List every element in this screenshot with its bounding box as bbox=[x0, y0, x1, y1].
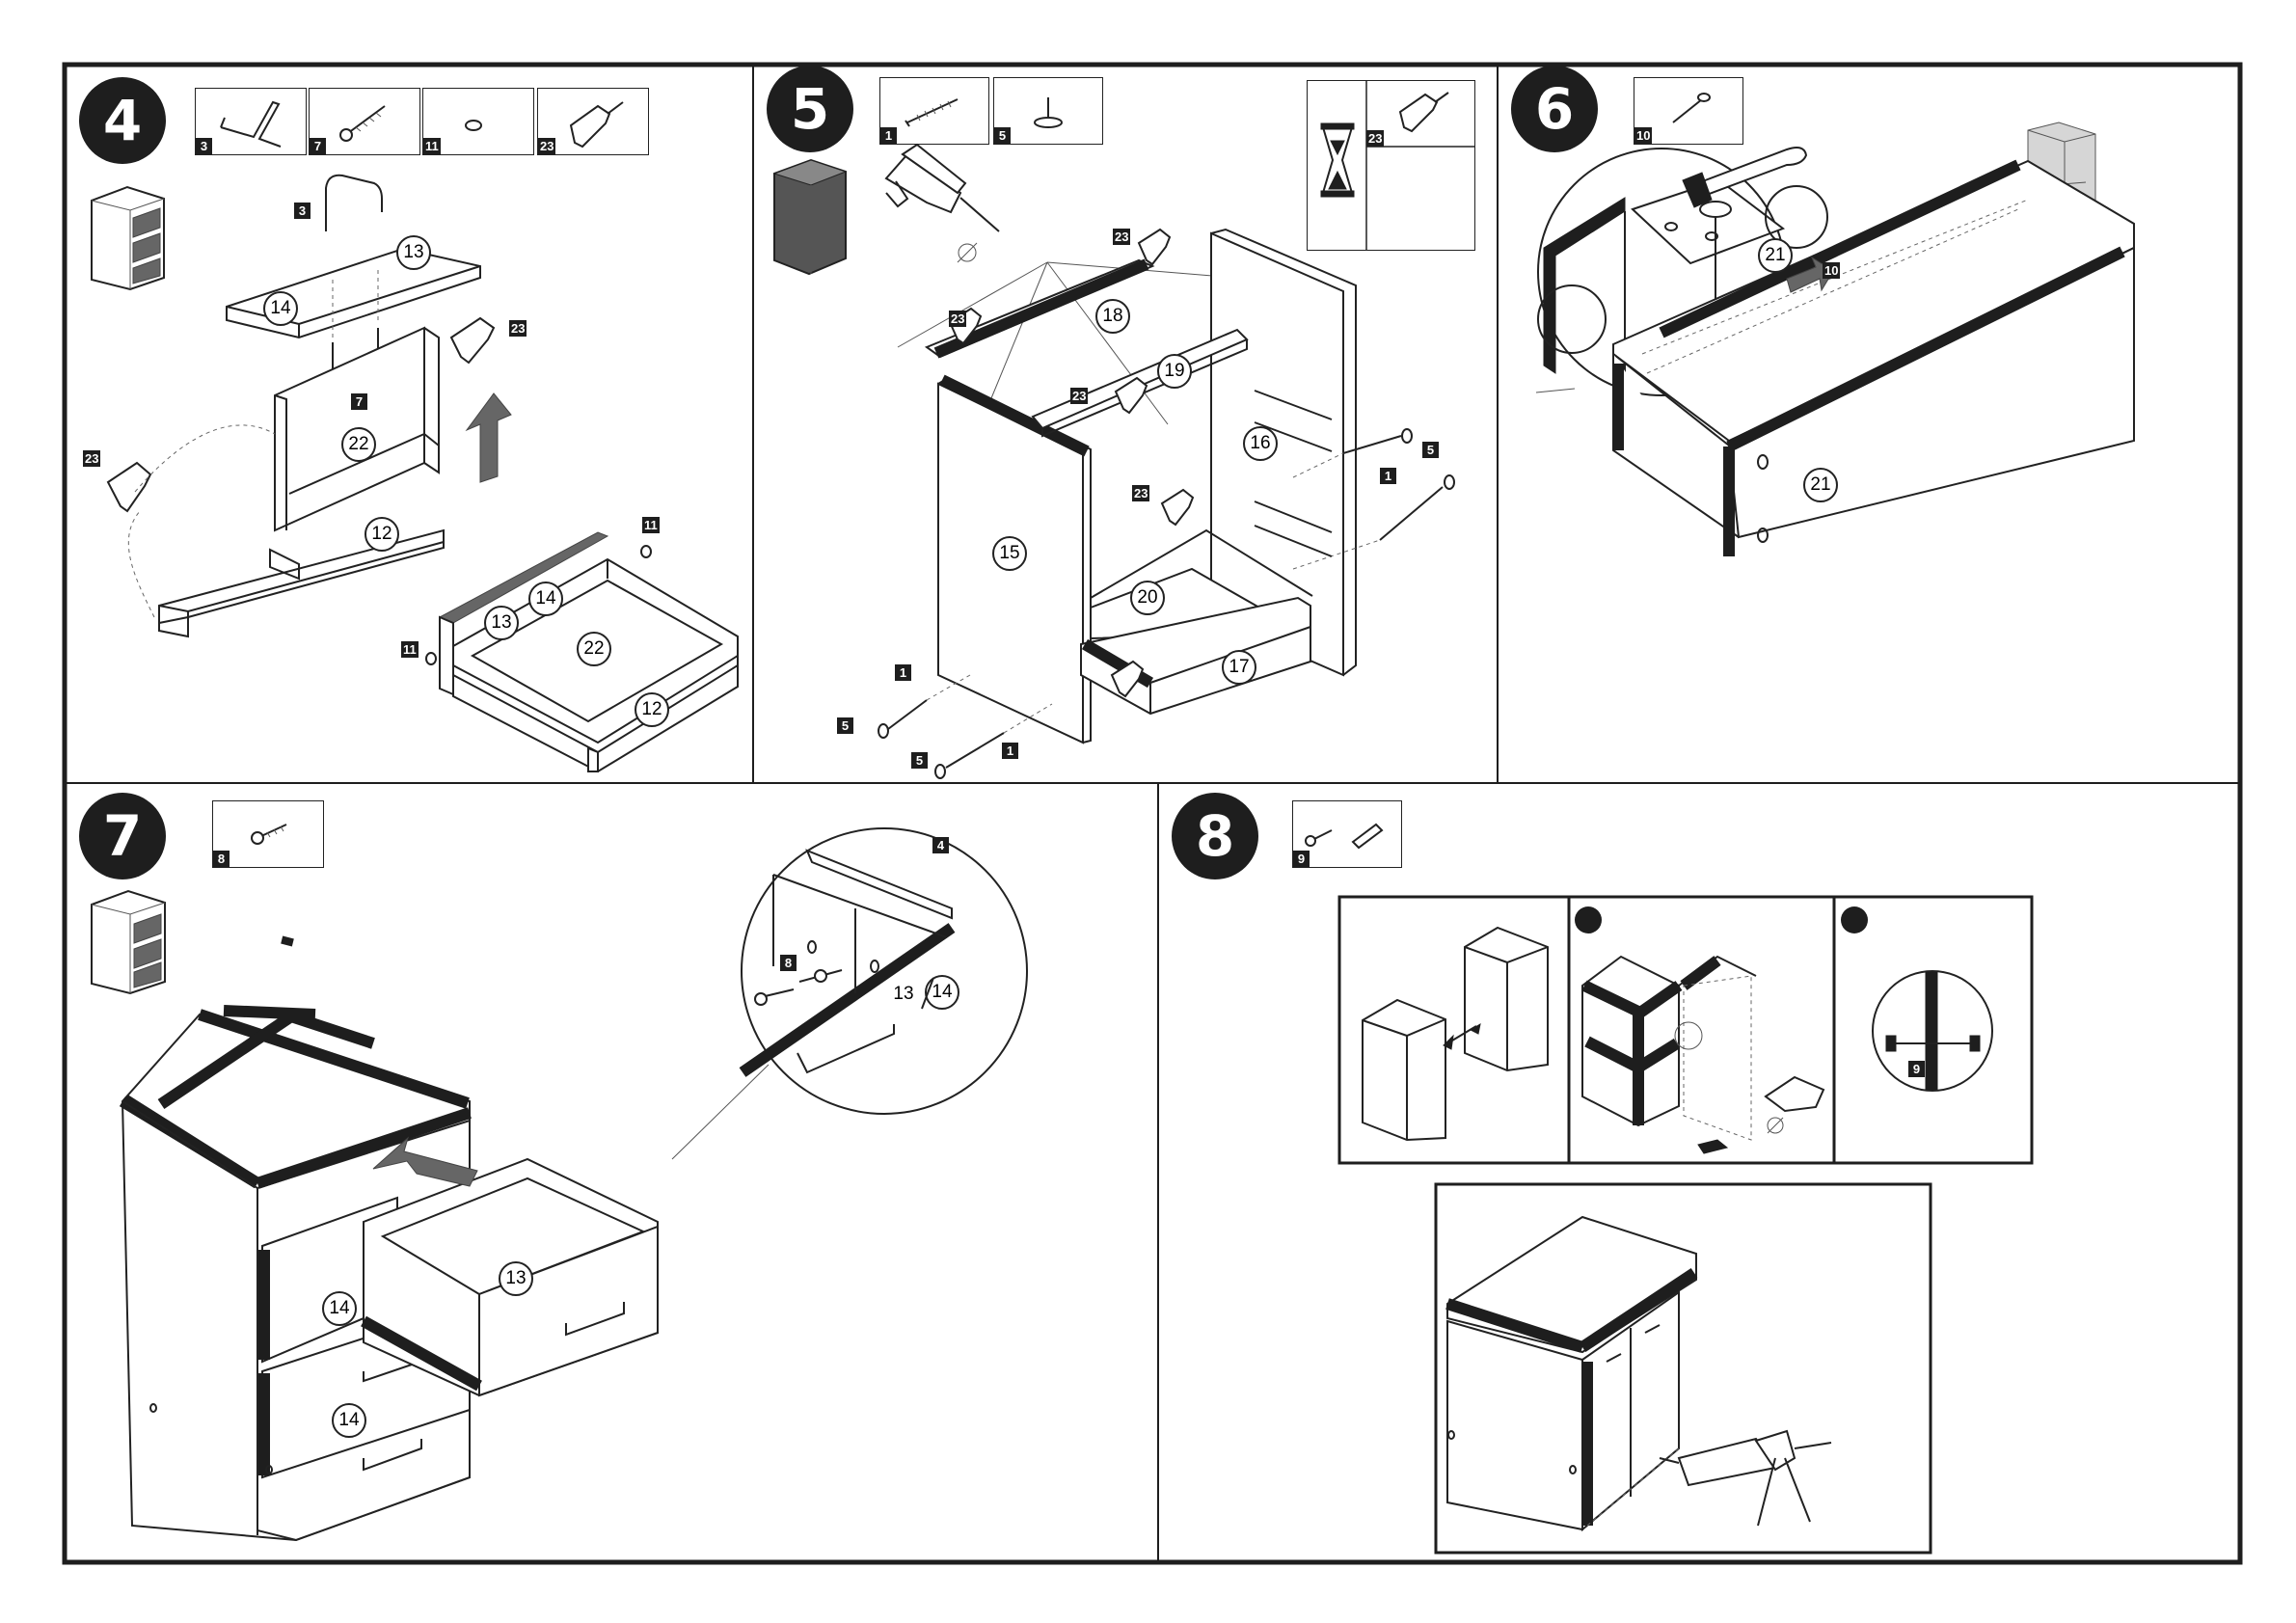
callout-7: 7 bbox=[351, 393, 367, 410]
step-6-illustration bbox=[1498, 65, 2240, 783]
callout-1: 1 bbox=[895, 664, 911, 681]
part-label-22: 22 bbox=[577, 632, 611, 666]
part-label-18: 18 bbox=[1095, 299, 1130, 334]
cabinet-thumbnail bbox=[92, 187, 164, 289]
drawer-front-panel bbox=[227, 249, 480, 338]
callout-4: 4 bbox=[932, 837, 949, 853]
drawer-bottom-rail bbox=[159, 530, 444, 623]
step-8-illustration bbox=[1158, 783, 2240, 1562]
part-label-12: 12 bbox=[365, 517, 399, 552]
step-7-illustration bbox=[65, 783, 1158, 1562]
part-label-14: 14 bbox=[322, 1291, 357, 1326]
step-5-illustration bbox=[753, 0, 1506, 783]
part-label-21: 21 bbox=[1803, 468, 1838, 502]
callout-5: 5 bbox=[911, 752, 928, 769]
callout-5: 5 bbox=[837, 717, 853, 734]
part-label-13: 13 bbox=[484, 606, 519, 640]
label-divider bbox=[918, 974, 937, 1013]
part-label-16: 16 bbox=[1243, 426, 1278, 461]
part-label-12: 12 bbox=[635, 692, 669, 727]
callout-23: 23 bbox=[1070, 388, 1088, 404]
handle bbox=[326, 176, 382, 231]
callout-3: 3 bbox=[294, 203, 311, 219]
part-label-21: 21 bbox=[1758, 238, 1793, 273]
callout-5: 5 bbox=[1422, 442, 1439, 458]
part-label-13: 13 bbox=[499, 1261, 533, 1296]
callout-11: 11 bbox=[642, 517, 660, 533]
part-label-17: 17 bbox=[1222, 650, 1256, 685]
callout-23: 23 bbox=[1113, 229, 1130, 245]
callout-9: 9 bbox=[1908, 1061, 1925, 1077]
part-label-13: 13 bbox=[886, 977, 921, 1012]
callout-1: 1 bbox=[1380, 468, 1396, 484]
base-cabinet-with-sealant bbox=[1447, 1217, 1831, 1529]
callout-23: 23 bbox=[83, 450, 100, 467]
part-label-13: 13 bbox=[396, 235, 431, 270]
shelving-units bbox=[1582, 957, 1823, 1153]
callout-23: 23 bbox=[949, 311, 966, 327]
callout-23: 23 bbox=[1132, 485, 1149, 501]
callout-1: 1 bbox=[1002, 743, 1018, 759]
step-4-illustration bbox=[0, 0, 753, 783]
part-label-15: 15 bbox=[992, 536, 1027, 571]
wall-cabinets bbox=[1363, 928, 1548, 1140]
drill bbox=[886, 145, 999, 231]
callout-10: 10 bbox=[1823, 262, 1840, 279]
up-arrow bbox=[467, 393, 511, 482]
part-label-14: 14 bbox=[332, 1403, 366, 1438]
cabinet-thumbnail bbox=[774, 160, 846, 274]
callout-23: 23 bbox=[509, 320, 527, 337]
part-label-22: 22 bbox=[341, 427, 376, 462]
callout-11: 11 bbox=[401, 641, 419, 658]
callout-8: 8 bbox=[780, 955, 797, 971]
part-label-14: 14 bbox=[528, 582, 563, 616]
part-label-14: 14 bbox=[263, 291, 298, 326]
cabinet-thumbnail bbox=[92, 891, 165, 993]
part-label-19: 19 bbox=[1157, 354, 1192, 389]
part-label-20: 20 bbox=[1130, 581, 1165, 615]
